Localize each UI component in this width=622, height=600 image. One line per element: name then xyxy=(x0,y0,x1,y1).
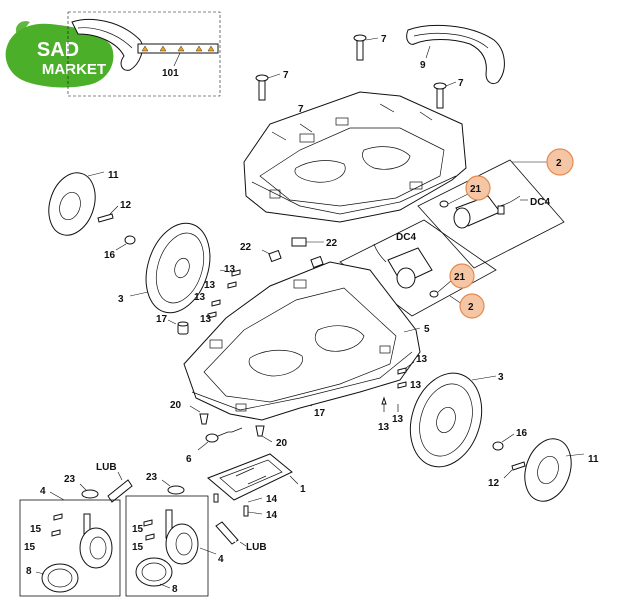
callout-23-b: 23 xyxy=(146,472,158,483)
callout-4-a: 4 xyxy=(40,486,46,497)
label-dc4-lower: DC4 xyxy=(396,232,416,243)
label-dc4-upper: DC4 xyxy=(530,197,550,208)
callout-14-a: 14 xyxy=(266,494,278,505)
callout-13-h: 13 xyxy=(392,414,404,425)
warning-label-strip xyxy=(137,43,219,54)
callout-21-b: 21 xyxy=(454,272,466,283)
callout-9: 9 xyxy=(420,60,426,71)
callout-13-a: 13 xyxy=(224,264,236,275)
callout-101: 101 xyxy=(162,68,179,79)
feet-20: 20 20 6 xyxy=(170,400,288,465)
hubcap-left xyxy=(48,172,96,236)
callout-13-c: 13 xyxy=(194,292,206,303)
logo-line2: MARKET xyxy=(42,61,106,78)
right-wheel-group: 3 16 12 11 xyxy=(409,372,599,502)
callout-22-a: 22 xyxy=(326,238,338,249)
sad-market-logo: SAD MARKET xyxy=(5,21,114,88)
callout-21-a: 21 xyxy=(470,184,482,195)
callout-11-a: 11 xyxy=(108,170,119,181)
callout-6: 6 xyxy=(186,454,192,465)
screws-13-left: 13 13 13 13 xyxy=(194,264,241,325)
callout-7-a: 7 xyxy=(283,70,289,81)
callout-15-b: 15 xyxy=(24,542,36,553)
callout-21-a-highlight xyxy=(465,175,491,201)
callout-7-c: 7 xyxy=(458,78,464,89)
lub-tube-bottom: LUB xyxy=(215,521,267,553)
lower-chassis: 5 xyxy=(183,261,430,421)
caster-cap-left xyxy=(41,563,79,593)
washers-23: 23 23 xyxy=(64,472,185,499)
callout-17-a: 17 xyxy=(156,314,168,325)
callout-4-b: 4 xyxy=(218,554,224,565)
callout-7-d: 7 xyxy=(298,104,304,115)
callout-14-b: 14 xyxy=(266,510,278,521)
wheel-left xyxy=(145,222,211,314)
callout-13-g: 13 xyxy=(378,422,390,433)
callout-13-d: 13 xyxy=(200,314,212,325)
callout-5: 5 xyxy=(424,324,430,335)
caster-wheel-right xyxy=(165,523,199,565)
callout-1: 1 xyxy=(300,484,306,495)
callout-12-b: 12 xyxy=(488,478,500,489)
callout-13-e: 13 xyxy=(416,354,428,365)
callout-2-a-highlight xyxy=(546,148,574,176)
callout-8-a: 8 xyxy=(26,566,32,577)
screws-14: 14 14 xyxy=(213,493,278,521)
callout-16-a: 16 xyxy=(104,250,116,261)
caster-wheel-left xyxy=(79,527,113,569)
hubcap-right xyxy=(524,438,572,502)
left-wheel-group: 11 12 16 3 xyxy=(48,170,211,314)
callout-3-b: 3 xyxy=(498,372,504,383)
screws-7: 7 7 7 7 xyxy=(255,34,464,137)
motor-box-upper: 21 DC4 2 xyxy=(417,148,574,269)
logo-line1: SAD xyxy=(37,39,79,61)
motor-box-lower: 21 DC4 2 xyxy=(339,219,497,319)
part-9-handle: 9 xyxy=(406,24,505,85)
callout-20-b: 20 xyxy=(276,438,288,449)
lub-label-bottom: LUB xyxy=(246,542,267,553)
callout-17-b: 17 xyxy=(314,408,326,419)
callout-21-b-highlight xyxy=(449,263,475,289)
callout-2-b-highlight xyxy=(459,293,485,319)
callout-15-d: 15 xyxy=(132,542,144,553)
callout-20-a: 20 xyxy=(170,400,182,411)
callout-11-b: 11 xyxy=(588,454,599,465)
callout-13-f: 13 xyxy=(410,380,422,391)
callout-16-b: 16 xyxy=(516,428,528,439)
wheel-right xyxy=(409,372,483,468)
dc4-motor-lower xyxy=(373,243,433,289)
base-plate-1: 1 xyxy=(207,453,306,501)
upper-chassis xyxy=(243,91,467,223)
screws-13-right: 13 13 13 13 xyxy=(378,354,428,433)
dc4-motor-upper xyxy=(453,195,521,229)
callout-8-b: 8 xyxy=(172,584,178,595)
callout-22-b: 22 xyxy=(240,242,252,253)
caster-cap-right xyxy=(135,557,173,587)
callout-2-b: 2 xyxy=(468,302,474,313)
callout-7-b: 7 xyxy=(381,34,387,45)
caster-box-left: 4 15 15 8 xyxy=(19,486,121,597)
lub-label-top: LUB xyxy=(96,462,117,473)
part-101-group: 101 xyxy=(67,11,221,97)
callout-15-a: 15 xyxy=(30,524,42,535)
caster-box-right: 15 15 8 4 xyxy=(125,495,224,597)
callout-23-a: 23 xyxy=(64,474,76,485)
callout-15-c: 15 xyxy=(132,524,144,535)
callout-2-a: 2 xyxy=(556,158,562,169)
callout-3-a: 3 xyxy=(118,294,124,305)
callout-12-a: 12 xyxy=(120,200,132,211)
callout-13-b: 13 xyxy=(204,280,216,291)
